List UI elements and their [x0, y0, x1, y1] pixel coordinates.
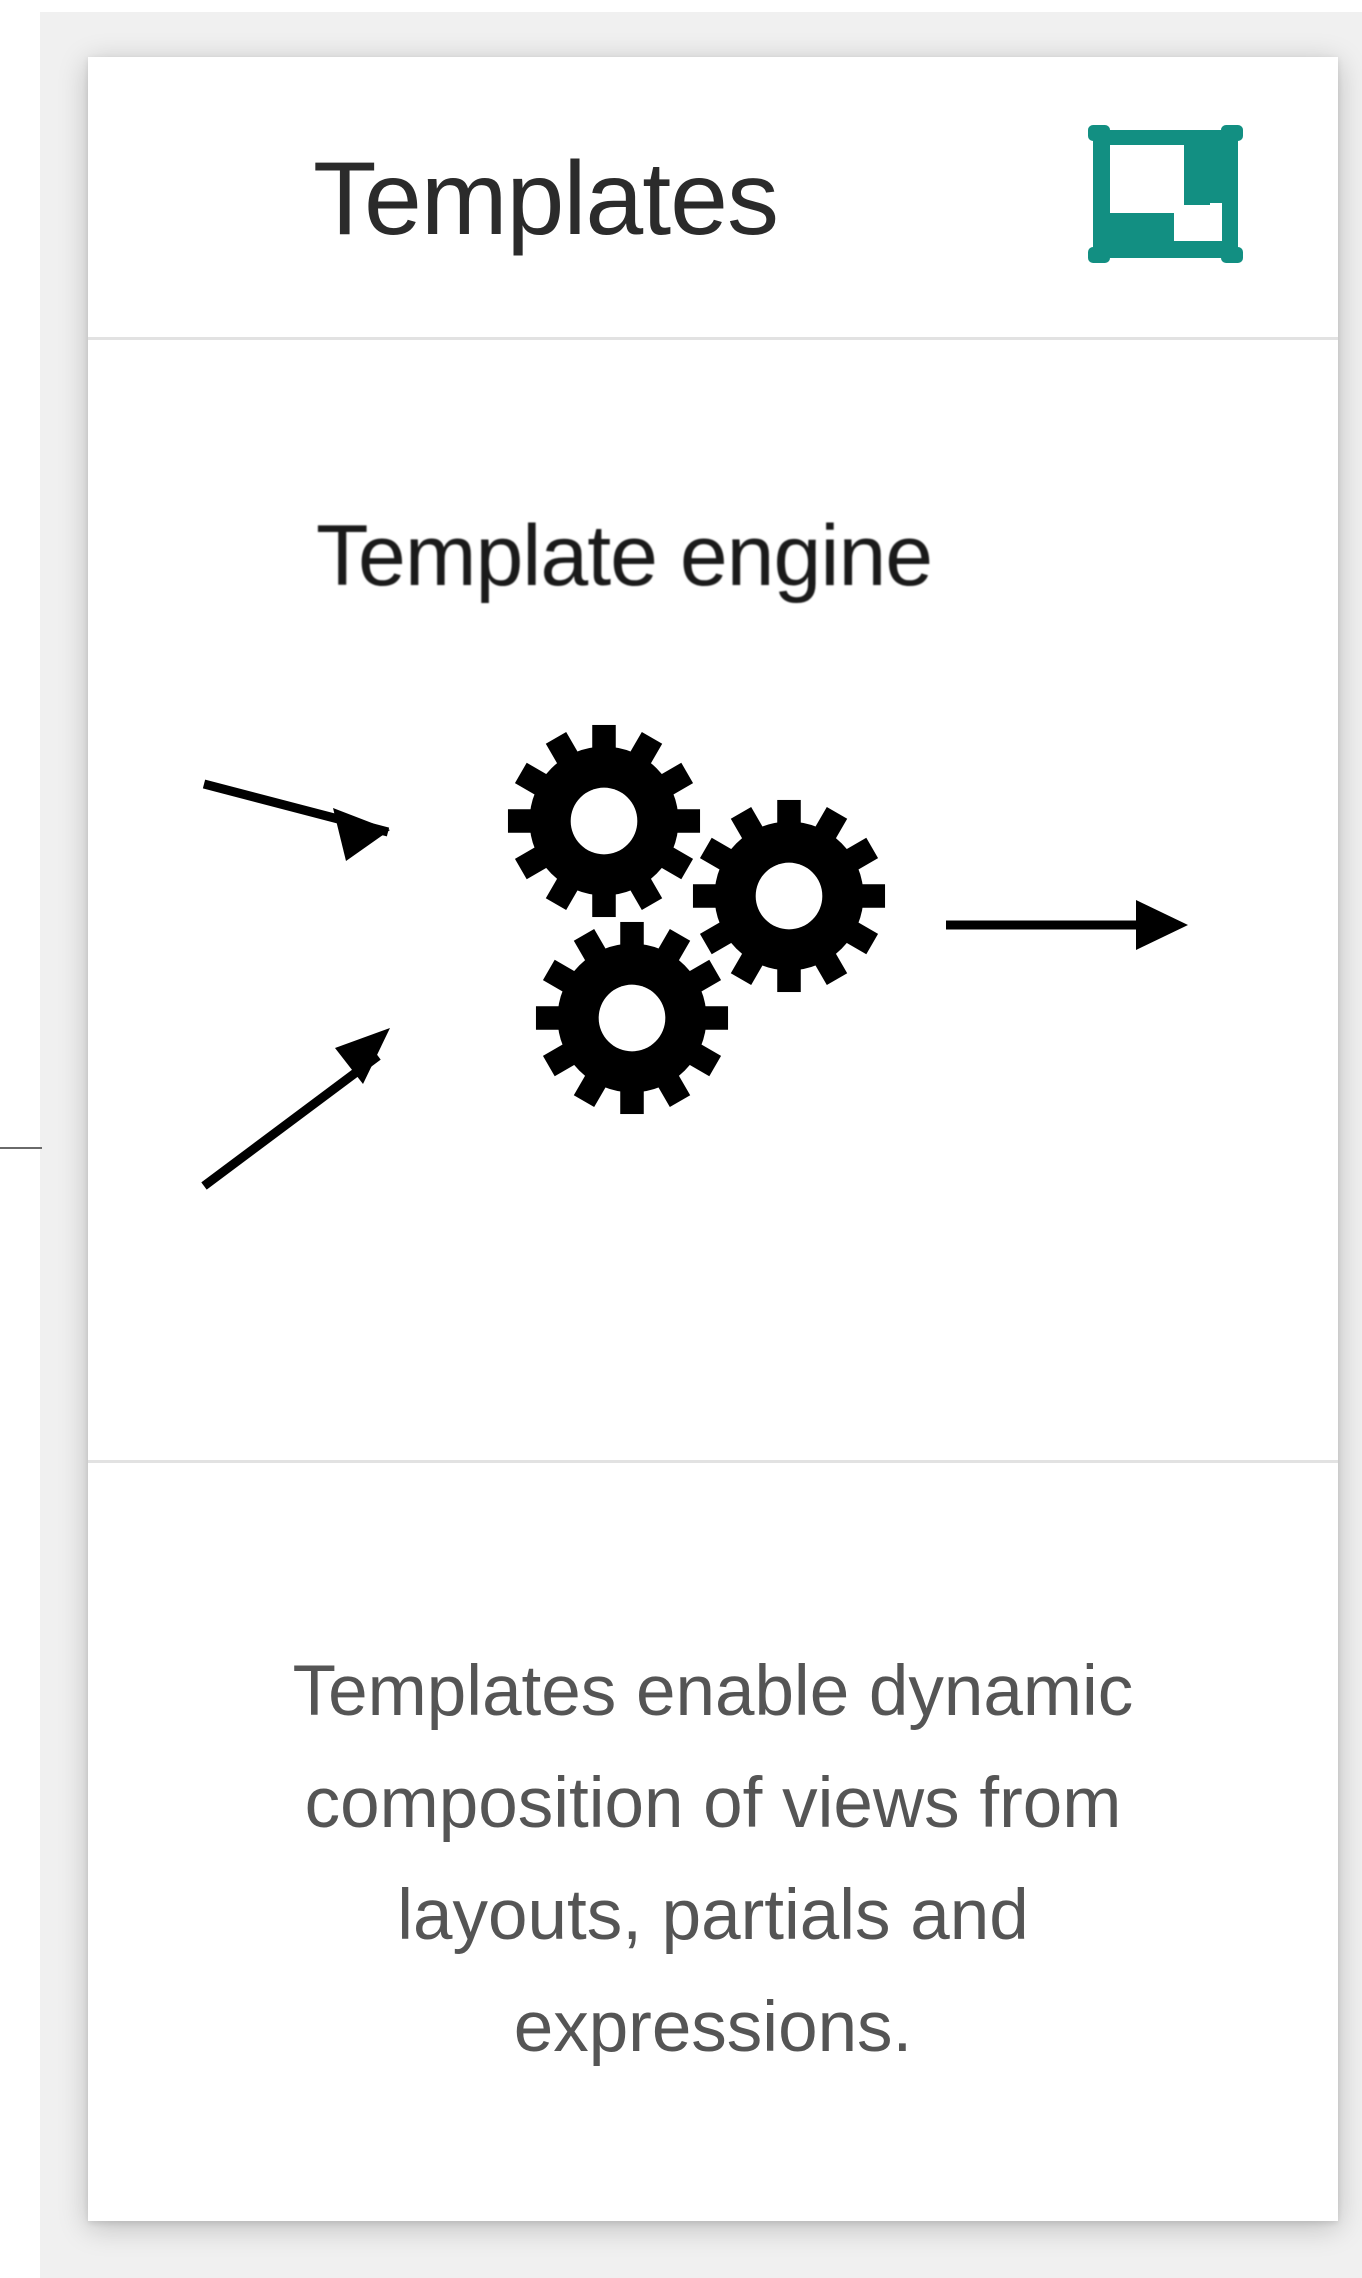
gear-top-icon — [507, 724, 701, 918]
card-description: Templates enable dynamic composition of … — [292, 1652, 1134, 2067]
card-image: Template engine — [88, 340, 1338, 1463]
card-body: Templates enable dynamic composition of … — [88, 1463, 1338, 2221]
input-arrow-top-icon — [202, 779, 390, 861]
expand-icon — [1088, 125, 1243, 263]
image-caption: Template engine — [316, 508, 933, 604]
card-header: Templates — [88, 57, 1338, 340]
output-arrow-icon — [946, 900, 1188, 950]
input-arrow-bottom-icon — [201, 1028, 390, 1190]
templates-card: Templates Template engine — [88, 57, 1338, 2221]
template-engine-diagram — [201, 724, 1188, 1190]
gear-bottom-icon — [535, 921, 729, 1115]
connector-line — [0, 1147, 42, 1149]
card-title: Templates — [313, 141, 779, 257]
expand-button[interactable] — [1088, 125, 1243, 263]
gear-right-icon — [692, 799, 886, 993]
